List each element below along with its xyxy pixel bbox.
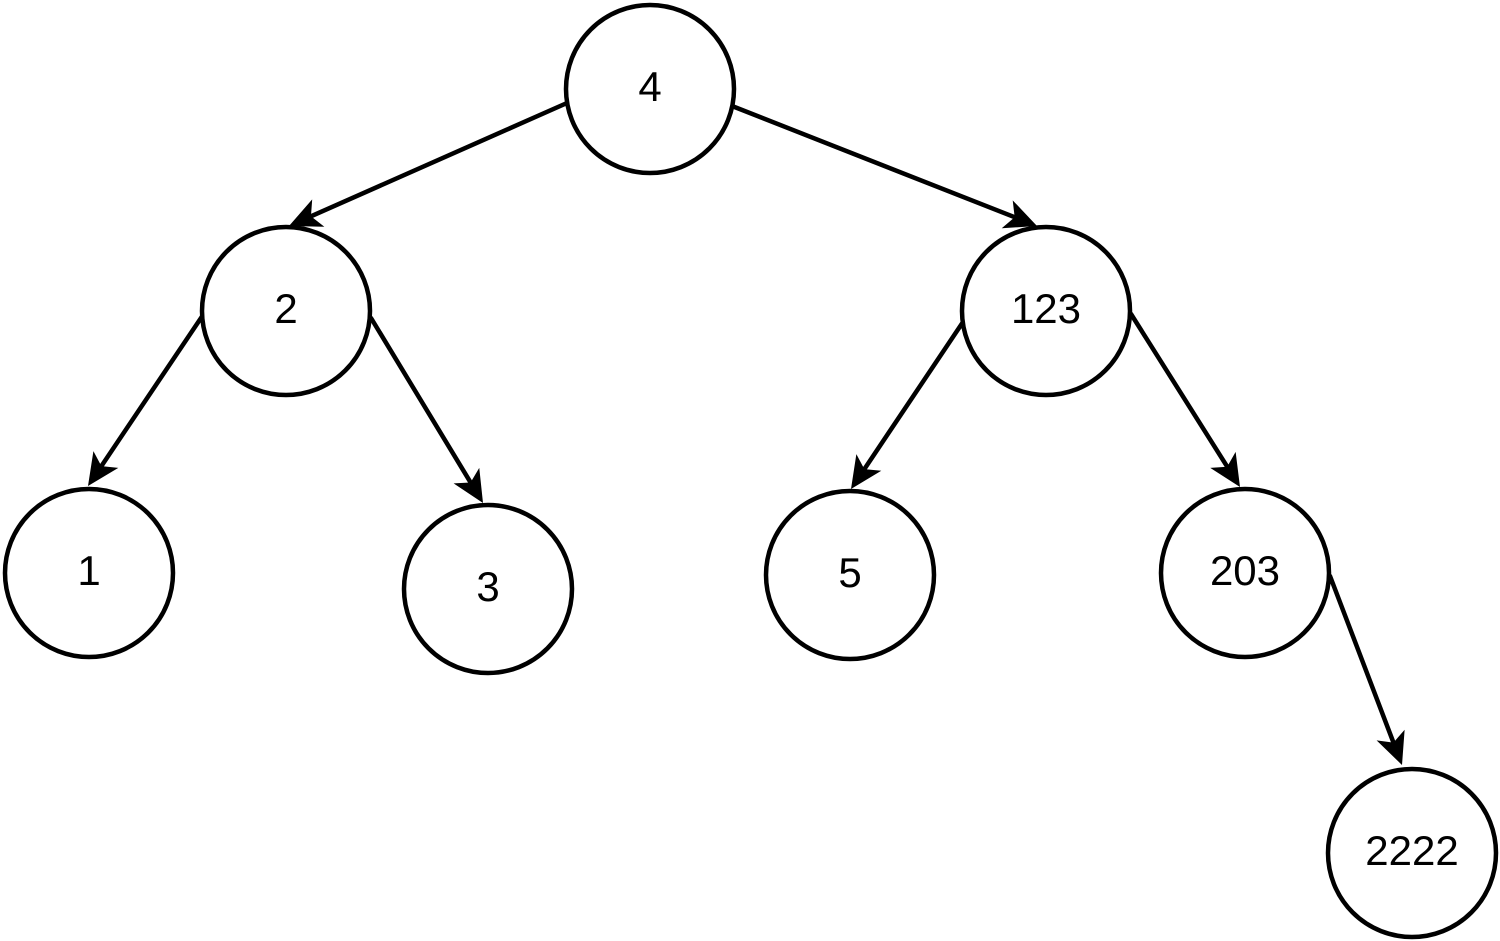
node-circle-2222 xyxy=(1325,766,1499,940)
tree-node-2222: 2222 xyxy=(1325,766,1499,940)
edge-2-to-1 xyxy=(88,312,206,487)
node-circle-5 xyxy=(763,488,937,662)
edge-123-to-5 xyxy=(851,319,966,490)
node-circle-203 xyxy=(1158,486,1332,660)
node-label-5: 5 xyxy=(838,549,861,596)
tree-node-2: 2 xyxy=(199,224,373,398)
node-label-3: 3 xyxy=(476,563,499,610)
node-circle-4 xyxy=(563,2,737,176)
tree-node-123: 123 xyxy=(959,224,1133,398)
edges-layer xyxy=(88,100,1405,765)
node-circle-123 xyxy=(959,224,1133,398)
tree-node-5: 5 xyxy=(763,488,937,662)
node-circle-2 xyxy=(199,224,373,398)
node-circle-1 xyxy=(2,486,176,660)
node-label-1: 1 xyxy=(77,547,100,594)
edge-123-to-203 xyxy=(1128,311,1241,488)
tree-node-3: 3 xyxy=(401,502,575,676)
node-label-2: 2 xyxy=(274,285,297,332)
edge-4-to-123 xyxy=(729,103,1038,229)
tree-node-1: 1 xyxy=(2,486,176,660)
edge-4-to-2 xyxy=(288,100,570,227)
edge-203-to-2222 xyxy=(1327,573,1405,765)
tree-node-4: 4 xyxy=(563,2,737,176)
node-circle-3 xyxy=(401,502,575,676)
node-label-4: 4 xyxy=(638,63,661,110)
node-label-203: 203 xyxy=(1210,547,1280,594)
edge-2-to-3 xyxy=(368,315,483,504)
node-label-2222: 2222 xyxy=(1365,827,1458,874)
node-label-123: 123 xyxy=(1011,285,1081,332)
tree-node-203: 203 xyxy=(1158,486,1332,660)
